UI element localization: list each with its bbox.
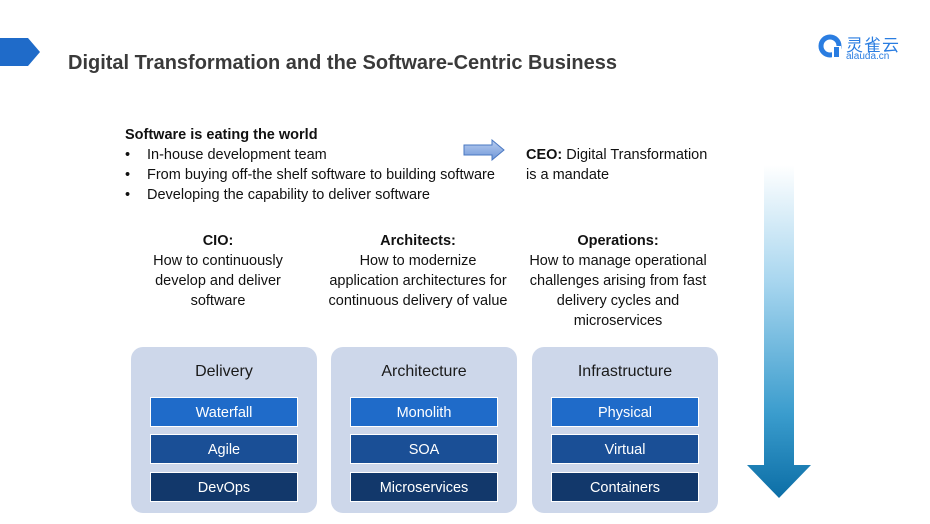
intro-heading: Software is eating the world: [125, 127, 318, 143]
role-line: continuous delivery of value: [328, 293, 508, 309]
panel-title: Infrastructure: [577, 363, 673, 380]
role-architects: Architects: How to modernize application…: [318, 231, 518, 311]
role-line: challenges arising from fast: [529, 273, 707, 289]
role-cio: CIO: How to continuously develop and del…: [138, 231, 298, 311]
stage-virtual: Virtual: [551, 434, 699, 464]
stage-containers: Containers: [551, 472, 699, 502]
arrow-down-gradient-icon: [747, 165, 811, 498]
page-title: Digital Transformation and the Software-…: [68, 52, 617, 74]
ceo-label: CEO:: [526, 147, 563, 163]
panel-architecture: Architecture Monolith SOA Microservices: [331, 347, 517, 513]
panel-infrastructure: Infrastructure Physical Virtual Containe…: [532, 347, 718, 513]
bullet-item: From buying off-the shelf software to bu…: [125, 165, 525, 185]
role-title: CIO:: [202, 233, 234, 249]
role-line: How to modernize: [359, 253, 477, 269]
intro-block: Software is eating the world In-house de…: [125, 126, 525, 205]
panel-title: Architecture: [381, 363, 467, 380]
role-line: delivery cycles and: [556, 293, 680, 309]
logo-domain: alauda.cn: [846, 51, 890, 62]
panel-delivery: Delivery Waterfall Agile DevOps: [131, 347, 317, 513]
ceo-statement: CEO: Digital Transformation is a mandate: [526, 145, 736, 185]
stage-waterfall: Waterfall: [150, 397, 298, 427]
role-line: How to continuously: [153, 253, 283, 269]
stage-physical: Physical: [551, 397, 699, 427]
logo: 灵雀云 alauda.cn: [814, 30, 914, 64]
role-line: How to manage operational: [529, 253, 707, 269]
panel-title: Delivery: [195, 363, 253, 380]
stage-monolith: Monolith: [350, 397, 498, 427]
ceo-text-line2: is a mandate: [526, 167, 610, 183]
role-operations: Operations: How to manage operational ch…: [520, 231, 716, 331]
ceo-text-line1: Digital Transformation: [562, 147, 708, 163]
bullet-item: Developing the capability to deliver sof…: [125, 185, 525, 205]
stage-soa: SOA: [350, 434, 498, 464]
chevron-marker-icon: [0, 38, 40, 66]
role-line: application architectures for: [329, 273, 507, 289]
intro-bullet-list: In-house development team From buying of…: [125, 145, 525, 205]
logo-name: 灵雀云: [846, 36, 900, 56]
role-title: Operations:: [577, 233, 659, 249]
stage-agile: Agile: [150, 434, 298, 464]
stage-microservices: Microservices: [350, 472, 498, 502]
stage-devops: DevOps: [150, 472, 298, 502]
bullet-item: In-house development team: [125, 145, 525, 165]
alauda-logo-icon: [818, 34, 842, 58]
role-line: microservices: [573, 313, 663, 329]
role-line: develop and deliver: [155, 273, 281, 289]
role-line: software: [190, 293, 246, 309]
role-title: Architects:: [380, 233, 456, 249]
arrow-right-icon: [463, 139, 505, 161]
